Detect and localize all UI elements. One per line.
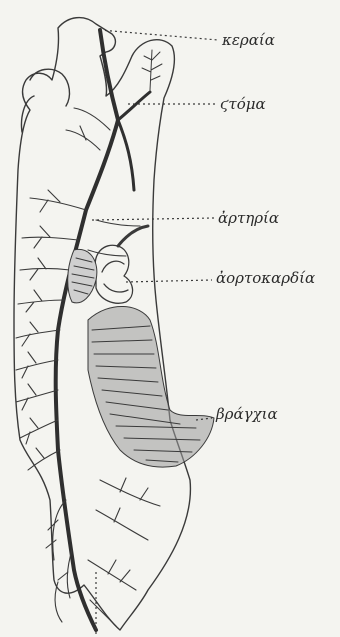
gut	[68, 249, 97, 303]
antenna-right-veins	[142, 50, 162, 90]
label-branchia: βράγχια	[216, 407, 278, 422]
label-keraia: κεραία	[222, 33, 275, 48]
main-vessel-branch	[118, 92, 150, 190]
antenna-left	[30, 69, 69, 106]
label-arteria: ἀρτηρία	[218, 211, 279, 226]
gills	[88, 306, 214, 467]
heart	[95, 226, 148, 303]
leader-keraia	[100, 30, 218, 40]
label-stoma: ϛτόμα	[220, 97, 266, 112]
label-aortokardia: ἀορτοκαρδία	[216, 271, 315, 286]
leader-aortokardia	[126, 280, 212, 282]
